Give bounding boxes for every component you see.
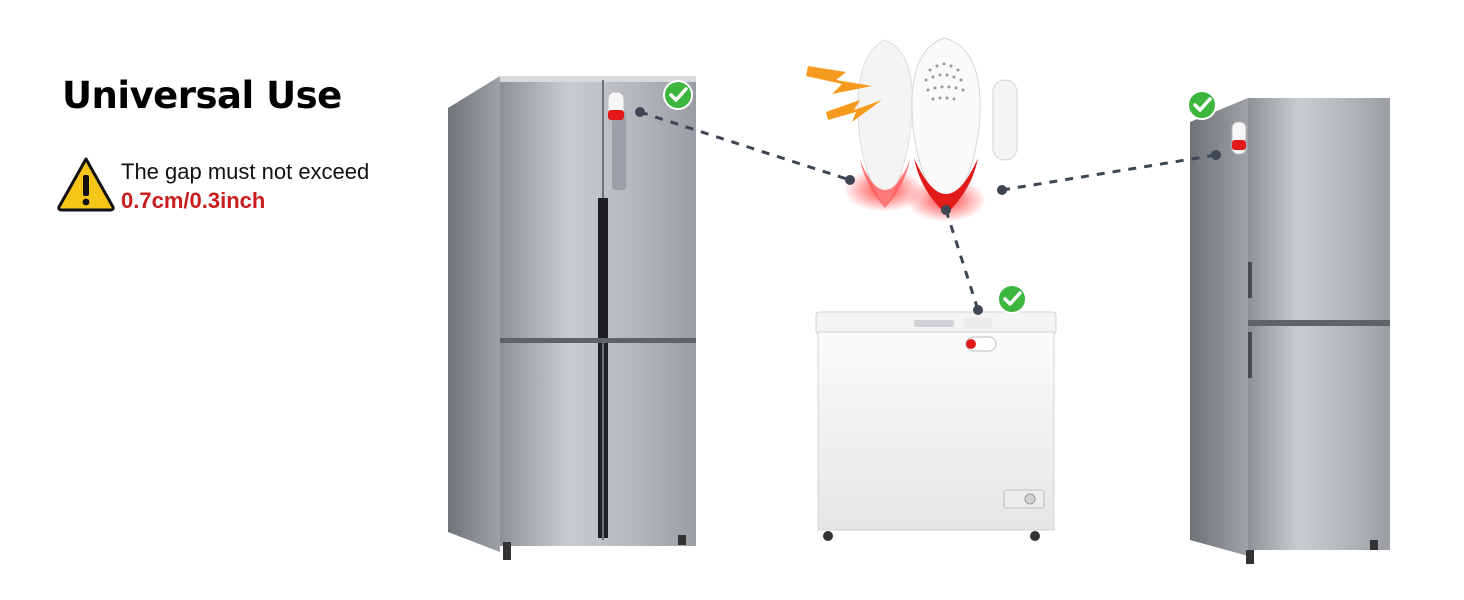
connector-dot [973,305,983,315]
connector-dot [941,205,951,215]
connector-dot [635,107,645,117]
connector-dot [845,175,855,185]
two-door-fridge [1190,98,1390,564]
page-title: Universal Use [62,74,342,117]
lightning-icon [806,66,882,122]
check-icon [1187,90,1217,120]
check-icon [997,284,1027,314]
chest-freezer [815,311,1057,541]
check-icon [663,80,693,110]
connector-dot [1211,150,1221,160]
french-door-fridge [448,76,696,560]
gap-note: The gap must not exceed 0.7cm/0.3inch [121,157,369,215]
connector-lines [639,110,1217,311]
connector-dot [997,185,1007,195]
gap-limit-value: 0.7cm/0.3inch [121,188,266,213]
door-alarm-devices [844,37,1018,222]
gap-note-text: The gap must not exceed [121,159,370,184]
warning-icon [57,157,115,212]
